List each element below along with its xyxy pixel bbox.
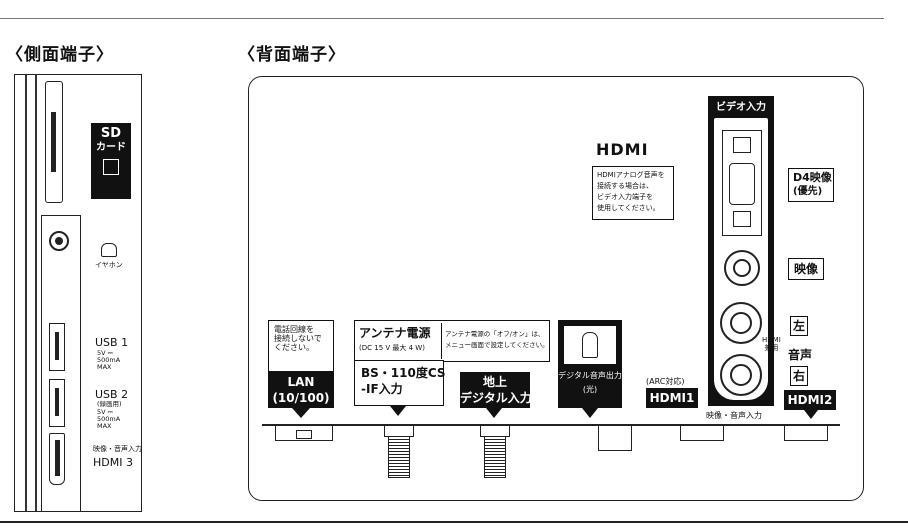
optical-label-line1: デジタル音声出力 bbox=[558, 371, 622, 380]
hdmi2-pointer bbox=[804, 410, 818, 419]
panel-edge-line bbox=[25, 75, 27, 511]
d4-label-line2: (優先) bbox=[793, 186, 823, 197]
sd-card-label: SD カード bbox=[91, 123, 131, 199]
back-terminals-heading: 〈背面端子〉 bbox=[238, 45, 346, 65]
left-label: 左 bbox=[792, 319, 805, 333]
bs-cs-pointer bbox=[390, 406, 406, 416]
side-terminal-panel: SD カード イヤホン USB 1 5V ⎓ 500mA MAX USB 2 (… bbox=[14, 74, 142, 512]
lan-label: LAN (10/100) bbox=[268, 372, 334, 408]
terrestrial-connector-thread bbox=[484, 436, 506, 478]
lan-pointer bbox=[292, 408, 310, 418]
antenna-power-note-line1: アンテナ電源の「オフ/オン」は、 bbox=[445, 330, 545, 338]
sd-label-line1: SD bbox=[100, 126, 122, 141]
sd-card-slot bbox=[45, 81, 63, 203]
hdmi3-label: HDMI 3 bbox=[93, 456, 133, 469]
usb1-port bbox=[49, 323, 65, 371]
video-input-title: ビデオ入力 bbox=[716, 102, 766, 113]
bs-cs-label-box: BS・110度CS -IF入力 bbox=[354, 360, 446, 406]
av-input-caption: 映像・音声入力 bbox=[706, 411, 762, 420]
optical-label-line2: (光) bbox=[582, 385, 598, 394]
video-label-box: 映像 bbox=[788, 258, 824, 280]
antenna-power-note-line2: メニュー画面で設定してください。 bbox=[445, 341, 549, 349]
antenna-power-title: アンテナ電源 bbox=[359, 326, 431, 340]
sd-slot-opening bbox=[51, 112, 56, 172]
hdmi-analog-note-box: HDMIアナログ音声を 接続する場合は、 ビデオ入力端子を 使用してください。 bbox=[592, 166, 674, 220]
optical-pointer bbox=[582, 408, 598, 418]
top-divider bbox=[0, 18, 884, 19]
antenna-power-spec: (DC 15 V 最大 4 W) bbox=[359, 344, 425, 352]
video-label: 映像 bbox=[793, 262, 818, 276]
optical-port bbox=[598, 425, 632, 451]
lan-port bbox=[275, 425, 333, 441]
earphone-jack bbox=[49, 231, 69, 251]
left-label-box: 左 bbox=[790, 316, 808, 336]
audio-label: 音声 bbox=[788, 348, 813, 362]
optical-plug-icon bbox=[582, 332, 598, 358]
usb2-title: USB 2 bbox=[95, 388, 129, 401]
lower-terminal-bay bbox=[41, 215, 81, 511]
optical-icon-frame bbox=[564, 326, 616, 364]
side-terminals-heading: 〈側面端子〉 bbox=[6, 45, 114, 65]
lan-label-line1: LAN bbox=[287, 375, 315, 389]
video-rca-jack bbox=[724, 250, 760, 286]
hdmi-note-line2: 接続する場合は、 bbox=[597, 182, 653, 190]
hdmi-note-line1: HDMIアナログ音声を bbox=[597, 171, 665, 179]
audio-right-jack bbox=[720, 354, 762, 396]
headphone-icon bbox=[101, 243, 117, 257]
usb2-spec-voltage: 5V ⎓ bbox=[97, 408, 113, 416]
hdmi2-port bbox=[784, 425, 828, 441]
usb1-spec-voltage: 5V ⎓ bbox=[97, 349, 113, 357]
hdmi-shared-label: HDMI 兼用 bbox=[762, 336, 781, 352]
antenna-power-box: アンテナ電源 (DC 15 V 最大 4 W) アンテナ電源の「オフ/オン」は、… bbox=[354, 320, 550, 362]
bs-cs-label-line2: -IF入力 bbox=[361, 382, 403, 396]
d4-connector bbox=[722, 130, 762, 236]
arc-note: (ARC対応) bbox=[646, 377, 685, 386]
bs-cs-label-line1: BS・110度CS bbox=[361, 366, 446, 380]
usb2-spec-current: 500mA bbox=[97, 415, 121, 423]
usb2-spec-max: MAX bbox=[97, 422, 112, 430]
audio-left-jack bbox=[720, 302, 762, 344]
hdmi-note-line4: 使用してください。 bbox=[597, 204, 660, 212]
lan-label-line2: (10/100) bbox=[272, 391, 330, 405]
optical-label-block: デジタル音声出力 (光) bbox=[558, 320, 622, 408]
d4-label-box: D4映像 (優先) bbox=[788, 168, 834, 202]
usb2-recording-note: (録画用) bbox=[97, 400, 122, 408]
terrestrial-label-line1: 地上 bbox=[482, 375, 507, 389]
terrestrial-pointer bbox=[486, 408, 502, 418]
hdmi-shared-line1: HDMI bbox=[762, 336, 781, 344]
right-label-box: 右 bbox=[790, 366, 808, 386]
right-label: 右 bbox=[792, 369, 805, 383]
earphone-label: イヤホン bbox=[95, 261, 123, 269]
hdmi-note-line3: ビデオ入力端子を bbox=[597, 193, 653, 201]
bs-cs-connector-thread bbox=[388, 436, 410, 478]
lan-warning-line3: ください。 bbox=[274, 343, 314, 352]
lan-warning-line2: 接続しないで bbox=[274, 334, 322, 343]
sd-card-icon bbox=[103, 159, 119, 175]
terrestrial-label-line2: デジタル入力 bbox=[460, 391, 532, 405]
hdmi3-port bbox=[49, 433, 65, 485]
hdmi-shared-line2: 兼用 bbox=[764, 344, 779, 352]
hdmi3-caption: 映像・音声入力 bbox=[93, 445, 142, 453]
hdmi1-port bbox=[680, 425, 724, 441]
hdmi-logo: HDMI bbox=[596, 140, 649, 159]
usb1-title: USB 1 bbox=[95, 336, 129, 349]
lan-warning-box: 電話回線を 接続しないで ください。 bbox=[268, 320, 334, 372]
sd-label-line2: カード bbox=[96, 142, 126, 153]
usb2-port bbox=[49, 379, 65, 427]
usb1-spec-current: 500mA bbox=[97, 356, 121, 364]
lan-warning-line1: 電話回線を bbox=[274, 325, 314, 334]
bottom-divider bbox=[0, 521, 908, 523]
connector-baseline bbox=[262, 424, 840, 426]
terrestrial-label: 地上 デジタル入力 bbox=[460, 372, 532, 408]
hdmi1-label: HDMI1 bbox=[646, 388, 698, 408]
hdmi2-label: HDMI2 bbox=[784, 390, 836, 410]
panel-edge-line bbox=[35, 75, 37, 511]
usb1-spec-max: MAX bbox=[97, 363, 112, 371]
d4-label-line1: D4映像 bbox=[793, 171, 832, 184]
